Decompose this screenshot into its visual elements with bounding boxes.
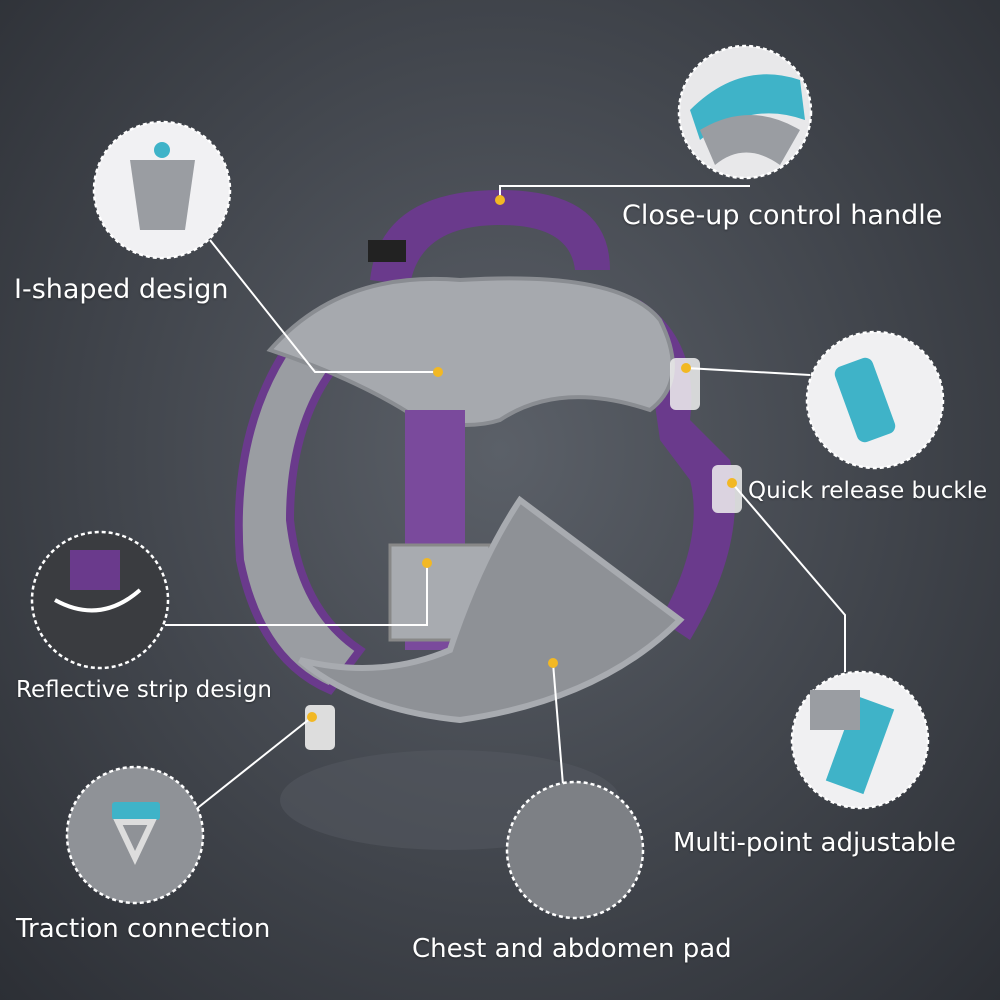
label-traction-connection: Traction connection xyxy=(16,914,271,944)
label-i-shaped-design: I-shaped design xyxy=(14,274,229,305)
label-close-up-control-handle: Close-up control handle xyxy=(622,200,943,231)
detail-circle-pad xyxy=(505,780,645,920)
left-strap xyxy=(234,324,366,695)
label-multi-point-adjustable: Multi-point adjustable xyxy=(673,828,957,858)
detail-circle-reflective xyxy=(30,530,170,670)
detail-circle-traction xyxy=(65,765,205,905)
brand-tag xyxy=(368,240,406,262)
control-handle xyxy=(370,190,610,285)
label-chest-and-abdomen-pad: Chest and abdomen pad xyxy=(412,934,732,964)
chest-pad xyxy=(298,495,685,724)
back-panel xyxy=(266,276,675,427)
marker-dots xyxy=(307,195,737,722)
traction-ring xyxy=(305,705,335,750)
label-reflective-strip-design: Reflective strip design xyxy=(16,677,272,703)
leader-lines xyxy=(165,185,846,811)
buckle-top xyxy=(670,358,700,410)
buckle-side xyxy=(712,465,742,513)
label-quick-release-buckle: Quick release buckle xyxy=(748,478,988,504)
